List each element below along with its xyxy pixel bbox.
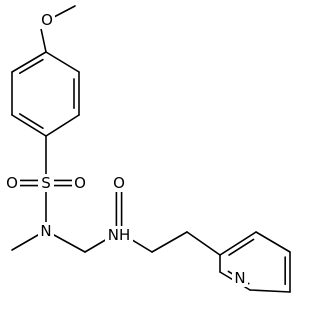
pyridine-nitrogen-label: N bbox=[234, 269, 245, 287]
sulfonyl-oxygen-right-label: O bbox=[74, 174, 86, 192]
sulfonyl-oxygen-left-atom: O bbox=[4, 174, 20, 192]
nitrogen-methylene-bond bbox=[53, 234, 86, 253]
pyridine-ring-bond bbox=[219, 231, 257, 256]
atom-labels: O S O O N O NH N bbox=[4, 11, 248, 287]
methylene-pyridine-bond bbox=[186, 231, 221, 256]
nitrogen-methyl-bond bbox=[11, 234, 39, 251]
carbonyl-oxygen-atom: O bbox=[111, 174, 127, 192]
pyridine-inner-bond bbox=[228, 238, 255, 256]
amide-nitrogen-atom: NH bbox=[105, 226, 133, 244]
sulfonamide-nitrogen-atom: N bbox=[38, 222, 54, 240]
benzene-ring-bond bbox=[45, 51, 80, 73]
pyridine-nitrogen-atom: N bbox=[232, 269, 248, 287]
amide-methylene-bond bbox=[151, 231, 188, 253]
benzene-inner-bond bbox=[18, 58, 44, 75]
amide-nitrogen-label: NH bbox=[108, 226, 131, 244]
sulfonyl-oxygen-left-label: O bbox=[6, 174, 18, 192]
methoxy-oxygen-label: O bbox=[41, 11, 53, 29]
chemical-structure-diagram: O S O O N O NH N bbox=[4, 5, 291, 293]
sulfonyl-oxygen-right-atom: O bbox=[72, 174, 88, 192]
benzene-ring-bond bbox=[45, 114, 80, 137]
methoxy-oxygen-atom: O bbox=[39, 11, 55, 29]
carbonyl-oxygen-label: O bbox=[113, 174, 125, 192]
sulfonamide-nitrogen-label: N bbox=[40, 222, 51, 240]
bond-lines bbox=[11, 5, 291, 293]
pyridine-ring-bond bbox=[255, 231, 291, 253]
benzene-ring-bond bbox=[11, 51, 47, 73]
benzene-ring-bond bbox=[11, 114, 47, 137]
pyridine-ring-bond bbox=[249, 289, 291, 293]
benzene-inner-bond bbox=[18, 113, 44, 130]
methoxy-methyl-bond bbox=[53, 5, 76, 18]
sulfonyl-sulfur-label: S bbox=[41, 174, 51, 192]
sulfonyl-sulfur-atom: S bbox=[38, 174, 54, 192]
